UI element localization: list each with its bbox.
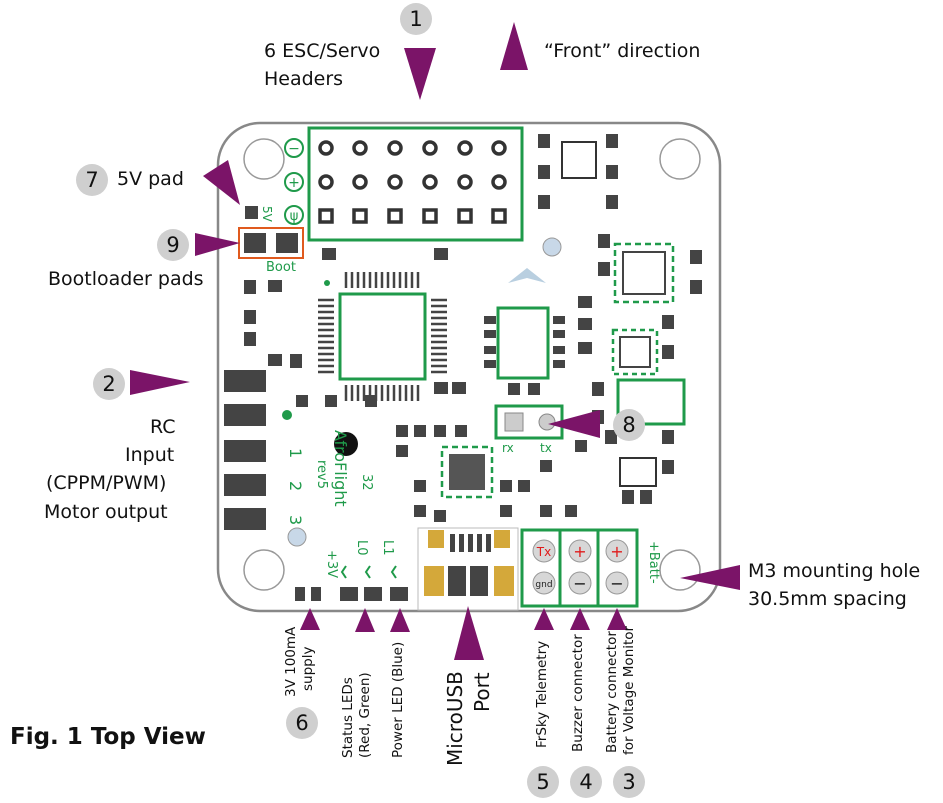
callout-8: 8 — [613, 409, 645, 441]
bootloader-label: Bootloader pads — [48, 268, 204, 290]
batt-plus-silk: + — [610, 542, 623, 561]
ch3-silk: 3 — [286, 515, 305, 525]
smd-components — [244, 134, 702, 522]
mount-label-1: M3 mounting hole — [748, 560, 921, 582]
callout-3: 3 — [613, 766, 645, 798]
mount-label-2: 30.5mm spacing — [748, 588, 907, 610]
status-leds-label-2: (Red, Green) — [357, 672, 373, 758]
callout-4: 4 — [570, 766, 602, 798]
ch2-silk: 2 — [286, 481, 305, 491]
rx-silk: rx — [502, 441, 514, 455]
name-silk: AfroFlight — [331, 430, 350, 507]
rc-label-2: Input — [125, 444, 175, 466]
batt-silk: +Batt- — [646, 541, 661, 584]
usb-label-1: MicroUSB — [443, 671, 467, 766]
tx-pad-silk: Tx — [536, 545, 551, 559]
bottom-connectors — [520, 528, 639, 608]
buzzer-minus-silk: − — [573, 574, 586, 593]
supply-label-1: 3V 100mA — [283, 626, 299, 697]
5v-silk: 5V — [260, 206, 274, 223]
rev-silk: rev5 — [314, 460, 329, 489]
ch1-silk: 1 — [286, 448, 305, 458]
front-arrow-silk — [508, 268, 546, 283]
boot-silk: Boot — [266, 260, 296, 275]
5v-pad — [245, 206, 258, 219]
front-direction-label: “Front” direction — [544, 40, 701, 62]
esc-headers-label-2: Headers — [264, 68, 344, 90]
rc-label-4: Motor output — [44, 501, 168, 523]
status-leds-label-1: Status LEDs — [340, 677, 356, 758]
rc-label-3: (CPPM/PWM) — [46, 472, 167, 494]
led-pads — [295, 565, 408, 601]
buzzer-plus-silk: + — [573, 542, 586, 561]
buzzer-label: Buzzer connector — [570, 634, 586, 752]
rc-label-1: RC — [150, 416, 176, 438]
mcu-chip — [318, 272, 447, 401]
5v-pad-label: 5V pad — [117, 168, 184, 190]
sensor-chip — [440, 141, 686, 499]
l1-silk: L1 — [380, 540, 395, 556]
figure-caption: Fig. 1 Top View — [10, 724, 206, 750]
rc-input-pads — [224, 370, 266, 530]
callout-5: 5 — [527, 766, 559, 798]
v3-silk: +3V — [324, 550, 339, 578]
n32-silk: 32 — [359, 474, 374, 491]
l0-silk: L0 — [354, 540, 369, 556]
callout-arrows — [130, 22, 740, 660]
usb-label-2: Port — [470, 672, 494, 712]
callout-2: 2 — [93, 368, 125, 400]
battery-label-1: Battery connector — [604, 631, 620, 753]
plus-mark: + — [288, 175, 300, 191]
boot-pads — [238, 227, 304, 259]
callout-6: 6 — [286, 707, 318, 739]
esc-headers-label-1: 6 ESC/Servo — [264, 40, 381, 62]
supply-label-2: supply — [300, 646, 316, 691]
signal-mark: ψ — [290, 209, 299, 224]
uart-pads — [494, 404, 564, 440]
minus-mark: − — [288, 141, 300, 157]
tx-silk: tx — [540, 441, 552, 455]
esc-header-block: − + ψ — [284, 126, 524, 242]
callout-9: 9 — [157, 229, 189, 261]
frsky-label: FrSky Telemetry — [534, 640, 550, 748]
batt-minus-silk: − — [610, 574, 623, 593]
callout-7: 7 — [76, 164, 108, 196]
power-led-label: Power LED (Blue) — [390, 641, 406, 758]
battery-label-2: for Voltage Monitor — [621, 625, 637, 755]
callout-1: 1 — [400, 3, 432, 35]
gnd-pad-silk: gnd — [535, 580, 552, 590]
